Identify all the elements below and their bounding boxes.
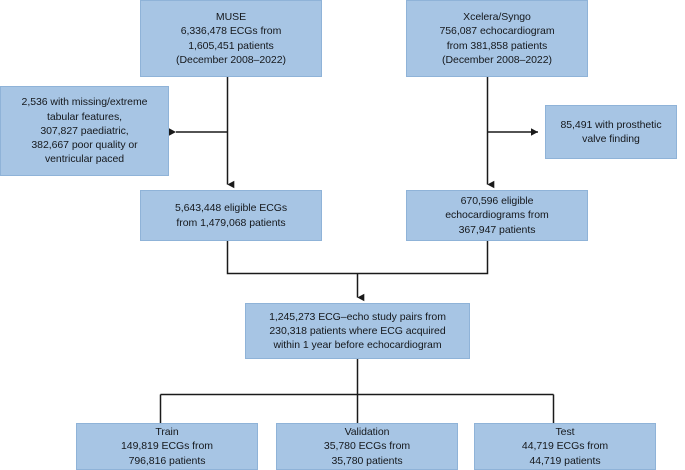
node-split-validation-label: Validation 35,780 ECGs from 35,780 patie… xyxy=(323,426,411,467)
node-eligible-echocardiograms: 670,596 eligible echocardiograms from 36… xyxy=(406,190,588,241)
node-eligible-ecgs: 5,643,448 eligible ECGs from 1,479,068 p… xyxy=(140,190,322,241)
node-split-validation: Validation 35,780 ECGs from 35,780 patie… xyxy=(276,423,458,470)
node-split-train: Train 149,819 ECGs from 796,816 patients xyxy=(76,423,258,470)
node-echo-exclusions-label: 85,491 with prosthetic valve finding xyxy=(560,118,662,145)
node-split-test-label: Test 44,719 ECGs from 44,719 patients xyxy=(521,426,609,467)
node-ecg-echo-study-pairs-label: 1,245,273 ECG–echo study pairs from 230,… xyxy=(269,310,446,352)
node-eligible-echocardiograms-label: 670,596 eligible echocardiograms from 36… xyxy=(445,195,549,236)
node-xcelera-syngo-source: Xcelera/Syngo 756,087 echocardiogram fro… xyxy=(406,0,588,77)
node-xcelera-label: Xcelera/Syngo 756,087 echocardiogram fro… xyxy=(439,11,555,66)
node-split-train-label: Train 149,819 ECGs from 796,816 patients xyxy=(121,426,213,467)
node-ecg-exclusions: 2,536 with missing/extreme tabular featu… xyxy=(0,86,169,176)
node-muse-label: MUSE 6,336,478 ECGs from 1,605,451 patie… xyxy=(176,11,286,66)
node-muse-source: MUSE 6,336,478 ECGs from 1,605,451 patie… xyxy=(140,0,322,77)
node-ecg-exclusions-label: 2,536 with missing/extreme tabular featu… xyxy=(21,96,148,166)
node-eligible-ecgs-label: 5,643,448 eligible ECGs from 1,479,068 p… xyxy=(174,202,288,229)
node-split-test: Test 44,719 ECGs from 44,719 patients xyxy=(474,423,656,470)
edge-merge-eligible-cohorts xyxy=(226,241,489,275)
node-ecg-echo-study-pairs: 1,245,273 ECG–echo study pairs from 230,… xyxy=(245,303,470,359)
edge-pairs-to-splits xyxy=(159,359,555,423)
node-echo-exclusions: 85,491 with prosthetic valve finding xyxy=(545,105,677,159)
